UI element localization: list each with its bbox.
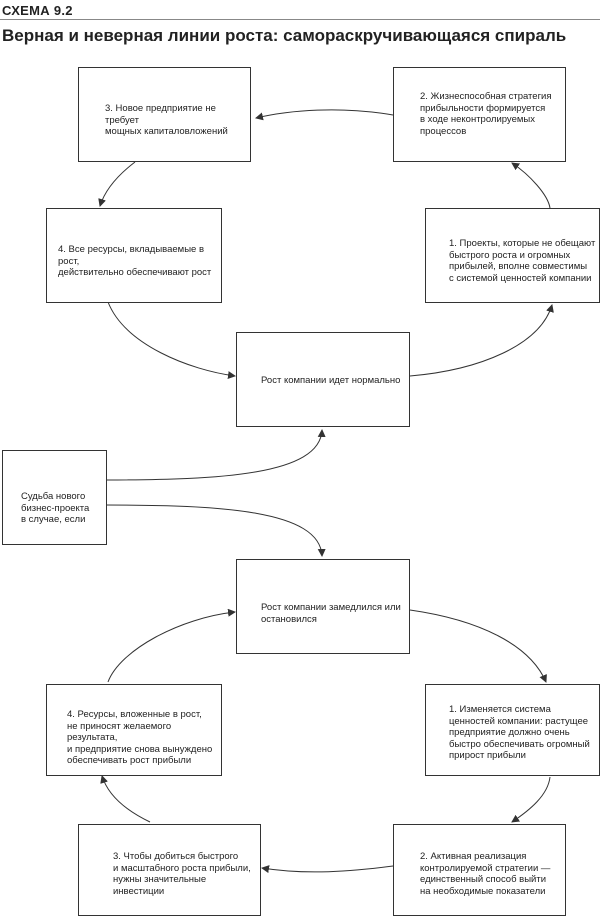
- fate-text: Судьба нового бизнес-проекта в случае, е…: [21, 491, 90, 525]
- arrow-fate-to-bottom-center: [104, 504, 326, 557]
- top-step4-text: 4. Все ресурсы, вкладываемые в рост, дей…: [58, 244, 212, 278]
- arrow-fate-to-top-center: [104, 429, 326, 481]
- top-step1-text: 1. Проекты, которые не обещают быстрого …: [449, 238, 596, 284]
- bottom-step4-box: 4. Ресурсы, вложенные в рост, не принося…: [46, 684, 222, 776]
- top-center-box: Рост компании идет нормально: [236, 332, 410, 427]
- bottom-step2-box: 2. Активная реализация контролируемой ст…: [393, 824, 566, 916]
- arrow-bstep2-to-step3: [261, 865, 394, 874]
- arrow-center-to-step1: [409, 304, 554, 377]
- top-center-text: Рост компании идет нормально: [261, 375, 401, 386]
- top-step3-text: 3. Новое предприятие не требует мощных к…: [105, 103, 228, 137]
- arrow-step4-to-center: [107, 301, 236, 380]
- arrow-bstep1-to-step2: [511, 776, 551, 823]
- top-step2-text: 2. Жизнеспособная стратегия прибыльности…: [420, 91, 552, 137]
- bottom-step1-text: 1. Изменяется система ценностей компании…: [449, 704, 590, 761]
- bottom-step1-box: 1. Изменяется система ценностей компании…: [425, 684, 600, 776]
- arrow-step3-to-step4: [98, 161, 136, 207]
- fate-box: Судьба нового бизнес-проекта в случае, е…: [2, 450, 107, 545]
- arrow-bcenter-to-step1: [409, 609, 547, 683]
- bottom-step3-text: 3. Чтобы добиться быстрого и масштабного…: [113, 851, 251, 897]
- arrow-bstep3-to-step4: [100, 775, 151, 823]
- figure-title: Верная и неверная линии роста: самораскр…: [2, 26, 567, 45]
- bottom-step4-text: 4. Ресурсы, вложенные в рост, не принося…: [67, 709, 213, 766]
- bottom-center-box: Рост компании замедлился или остановился: [236, 559, 410, 654]
- bottom-step2-text: 2. Активная реализация контролируемой ст…: [420, 851, 551, 897]
- arrow-step2-to-step3: [255, 109, 394, 121]
- arrow-step1-to-step2: [511, 162, 551, 209]
- top-step2-box: 2. Жизнеспособная стратегия прибыльности…: [393, 67, 566, 162]
- top-step4-box: 4. Все ресурсы, вкладываемые в рост, дей…: [46, 208, 222, 303]
- figure-label: СХЕМА 9.2: [2, 3, 73, 18]
- top-step3-box: 3. Новое предприятие не требует мощных к…: [78, 67, 251, 162]
- bottom-center-text: Рост компании замедлился или остановился: [261, 602, 401, 625]
- header-divider: [0, 19, 600, 20]
- bottom-step3-box: 3. Чтобы добиться быстрого и масштабного…: [78, 824, 261, 916]
- top-step1-box: 1. Проекты, которые не обещают быстрого …: [425, 208, 600, 303]
- arrow-bstep4-to-bcenter: [107, 608, 236, 683]
